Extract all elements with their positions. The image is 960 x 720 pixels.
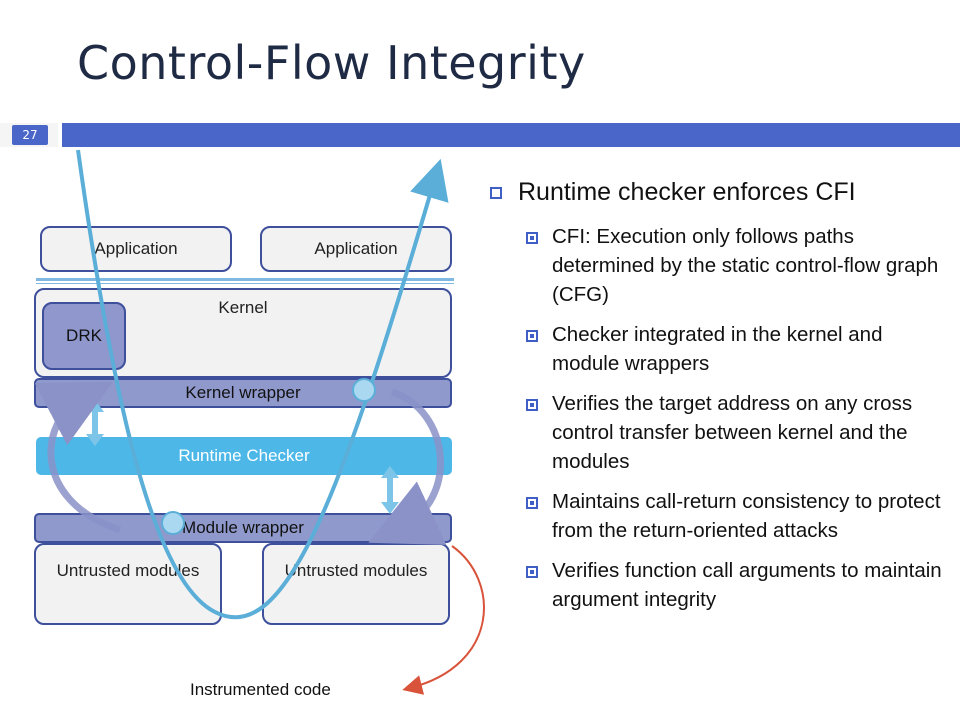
bullet-list: Runtime checker enforces CFI CFI: Execut… [490,176,950,625]
main-bullet-text: Runtime checker enforces CFI [518,178,856,206]
header-accent-bar [62,123,960,147]
module-wrapper-check-point [161,511,185,535]
sub-bullet: Maintains call-return consistency to pro… [490,487,950,545]
control-flow-line [76,149,449,620]
application-right-label: Application [314,239,398,258]
sub-bullet-text: Verifies the target address on any cross… [552,392,913,473]
sub-bullet-square-icon [526,232,538,244]
right-double-arrow [381,466,399,514]
sub-bullet-square-icon [526,497,538,509]
runtime-checker-label: Runtime Checker [178,446,310,465]
sub-bullet: CFI: Execution only follows paths determ… [490,222,950,309]
sub-bullet: Verifies the target address on any cross… [490,389,950,476]
sub-bullet: Checker integrated in the kernel and mod… [490,320,950,378]
untrusted-modules-right-box: Untrusted modules [262,543,450,625]
left-double-arrow [86,400,104,446]
main-bullet-square-icon [490,187,502,199]
instrumented-code-label: Instrumented code [190,680,331,699]
untrusted-modules-left-box: Untrusted modules [34,543,222,625]
kernel-wrapper-label: Kernel wrapper [185,383,301,402]
kernel-wrapper-check-point [352,378,376,402]
application-left-label: Application [94,239,178,258]
instrumented-code-arrow [402,545,485,695]
application-separator [36,278,454,281]
untrusted-modules-left-label: Untrusted modules [56,561,200,580]
sub-bullet-text: CFI: Execution only follows paths determ… [552,225,939,306]
application-left-box: Application [40,226,232,272]
sub-bullet-square-icon [526,566,538,578]
application-separator-2 [36,283,454,284]
main-bullet: Runtime checker enforces CFI [490,176,950,208]
kernel-label: Kernel [218,298,268,317]
sub-bullet: Verifies function call arguments to main… [490,556,950,614]
right-curved-arrow [368,388,447,545]
sub-bullet-text: Maintains call-return consistency to pro… [552,490,941,542]
module-wrapper-label: Module wrapper [182,518,304,537]
untrusted-modules-right-label: Untrusted modules [284,561,428,580]
slide-number: 27 [12,125,48,145]
sub-bullet-square-icon [526,399,538,411]
page-title: Control-Flow Integrity [77,36,586,90]
left-curved-arrow [34,381,122,534]
drk-label: DRK [66,326,102,345]
sub-bullet-text: Verifies function call arguments to main… [552,559,942,611]
sub-bullet-square-icon [526,330,538,342]
sub-bullet-text: Checker integrated in the kernel and mod… [552,323,883,375]
